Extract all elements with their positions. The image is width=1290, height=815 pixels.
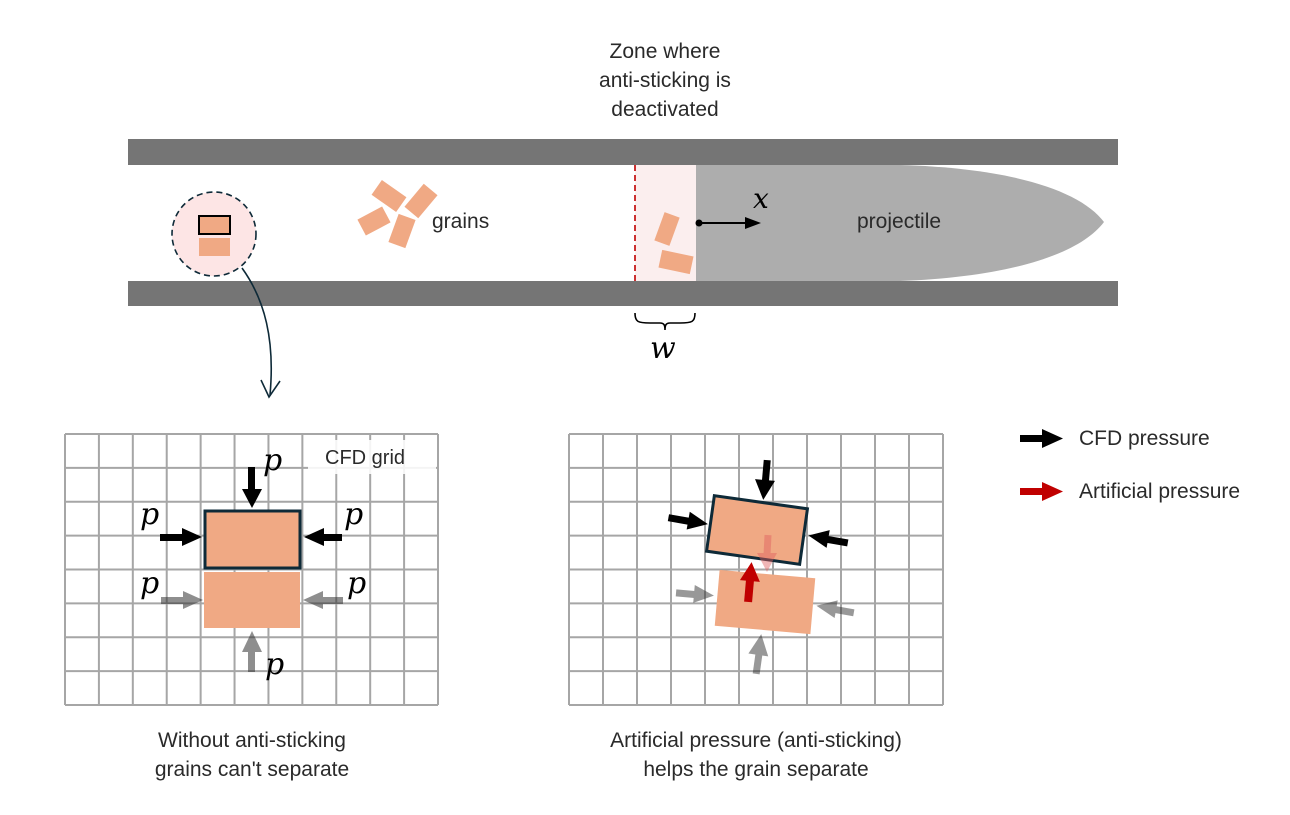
arrow-right-top (160, 528, 202, 546)
cfd-arrow-up-grey (748, 634, 769, 675)
pressure-symbol-left-top: p (140, 497, 160, 532)
w-symbol: w (650, 331, 676, 366)
zone-label-line: Zone where (609, 40, 721, 63)
cfd-pressure-arrows-left (160, 467, 343, 672)
grain (371, 180, 407, 212)
zone-grains (654, 212, 694, 275)
grid-label-backdrop (308, 440, 436, 474)
pressure-arrows-right (667, 459, 855, 675)
pressure-symbol-left-bottom: p (140, 566, 160, 601)
right-caption-line: helps the grain separate (643, 758, 869, 781)
zoom-callout (171, 191, 281, 399)
grain (388, 213, 416, 249)
cfd-arrow-right-grey (675, 584, 714, 603)
callout-curve-arrow (241, 267, 273, 396)
arrow-left-bottom (303, 591, 343, 609)
grain (658, 249, 694, 275)
pressure-symbol-right-bottom: p (347, 566, 367, 601)
callout-arrowhead (260, 379, 281, 399)
grain (404, 183, 438, 219)
arrow-left-top (304, 528, 342, 546)
grain (654, 212, 680, 246)
barrel-top-wall (128, 139, 1118, 165)
arrow-up-bottom (242, 631, 262, 672)
cfd-arrow-left-grey (816, 600, 855, 619)
cfd-arrow-left (808, 530, 849, 548)
pressure-symbol-top: p (263, 443, 283, 478)
left-caption: Without anti-sticking grains can't separ… (102, 726, 402, 784)
x-axis-arrow (695, 217, 761, 229)
artificial-pressure-arrow-down-faded (757, 534, 777, 572)
barrel (128, 139, 1118, 306)
grain-bottom (204, 572, 300, 628)
projectile (696, 165, 1104, 281)
grain-outlined (198, 215, 231, 235)
pressure-symbol-right-top: p (344, 497, 364, 532)
artificial-pressure-arrow-up (739, 562, 760, 603)
w-brace (634, 312, 696, 331)
barrel-bottom-wall (128, 281, 1118, 306)
grain-top-rotated-outlined (704, 494, 810, 566)
arrow-right-bottom (161, 591, 203, 609)
pressure-symbol-bottom: p (265, 647, 285, 682)
x-symbol: x (753, 182, 769, 215)
cfd-grid-label: CFD grid (325, 447, 406, 469)
grain (357, 206, 391, 236)
left-caption-line: grains can't separate (154, 758, 350, 781)
zone-label: Zone where anti-sticking is deactivated (560, 37, 770, 124)
legend-cfd-arrow-icon (1020, 429, 1063, 448)
legend-label-cfd: CFD pressure (1079, 427, 1210, 450)
zone-label-line: deactivated (611, 98, 719, 121)
projectile-label: projectile (857, 210, 942, 233)
right-caption: Artificial pressure (anti-sticking) help… (576, 726, 936, 784)
grain (199, 238, 230, 256)
legend-artificial-arrow-icon (1020, 482, 1063, 501)
right-caption-line: Artificial pressure (anti-sticking) (610, 729, 902, 752)
cfd-arrow-down (755, 459, 775, 500)
grain-top-outlined (203, 509, 302, 570)
grains-label: grains (432, 210, 490, 233)
zone-label-line: anti-sticking is (599, 69, 731, 92)
arrow-down-top (242, 467, 262, 508)
legend (1020, 429, 1063, 501)
grain-bottom-rotated (714, 569, 816, 635)
grains-cluster (357, 180, 438, 249)
left-caption-line: Without anti-sticking (158, 729, 346, 752)
cfd-arrow-right (667, 511, 708, 530)
legend-label-artificial: Artificial pressure (1079, 480, 1241, 503)
